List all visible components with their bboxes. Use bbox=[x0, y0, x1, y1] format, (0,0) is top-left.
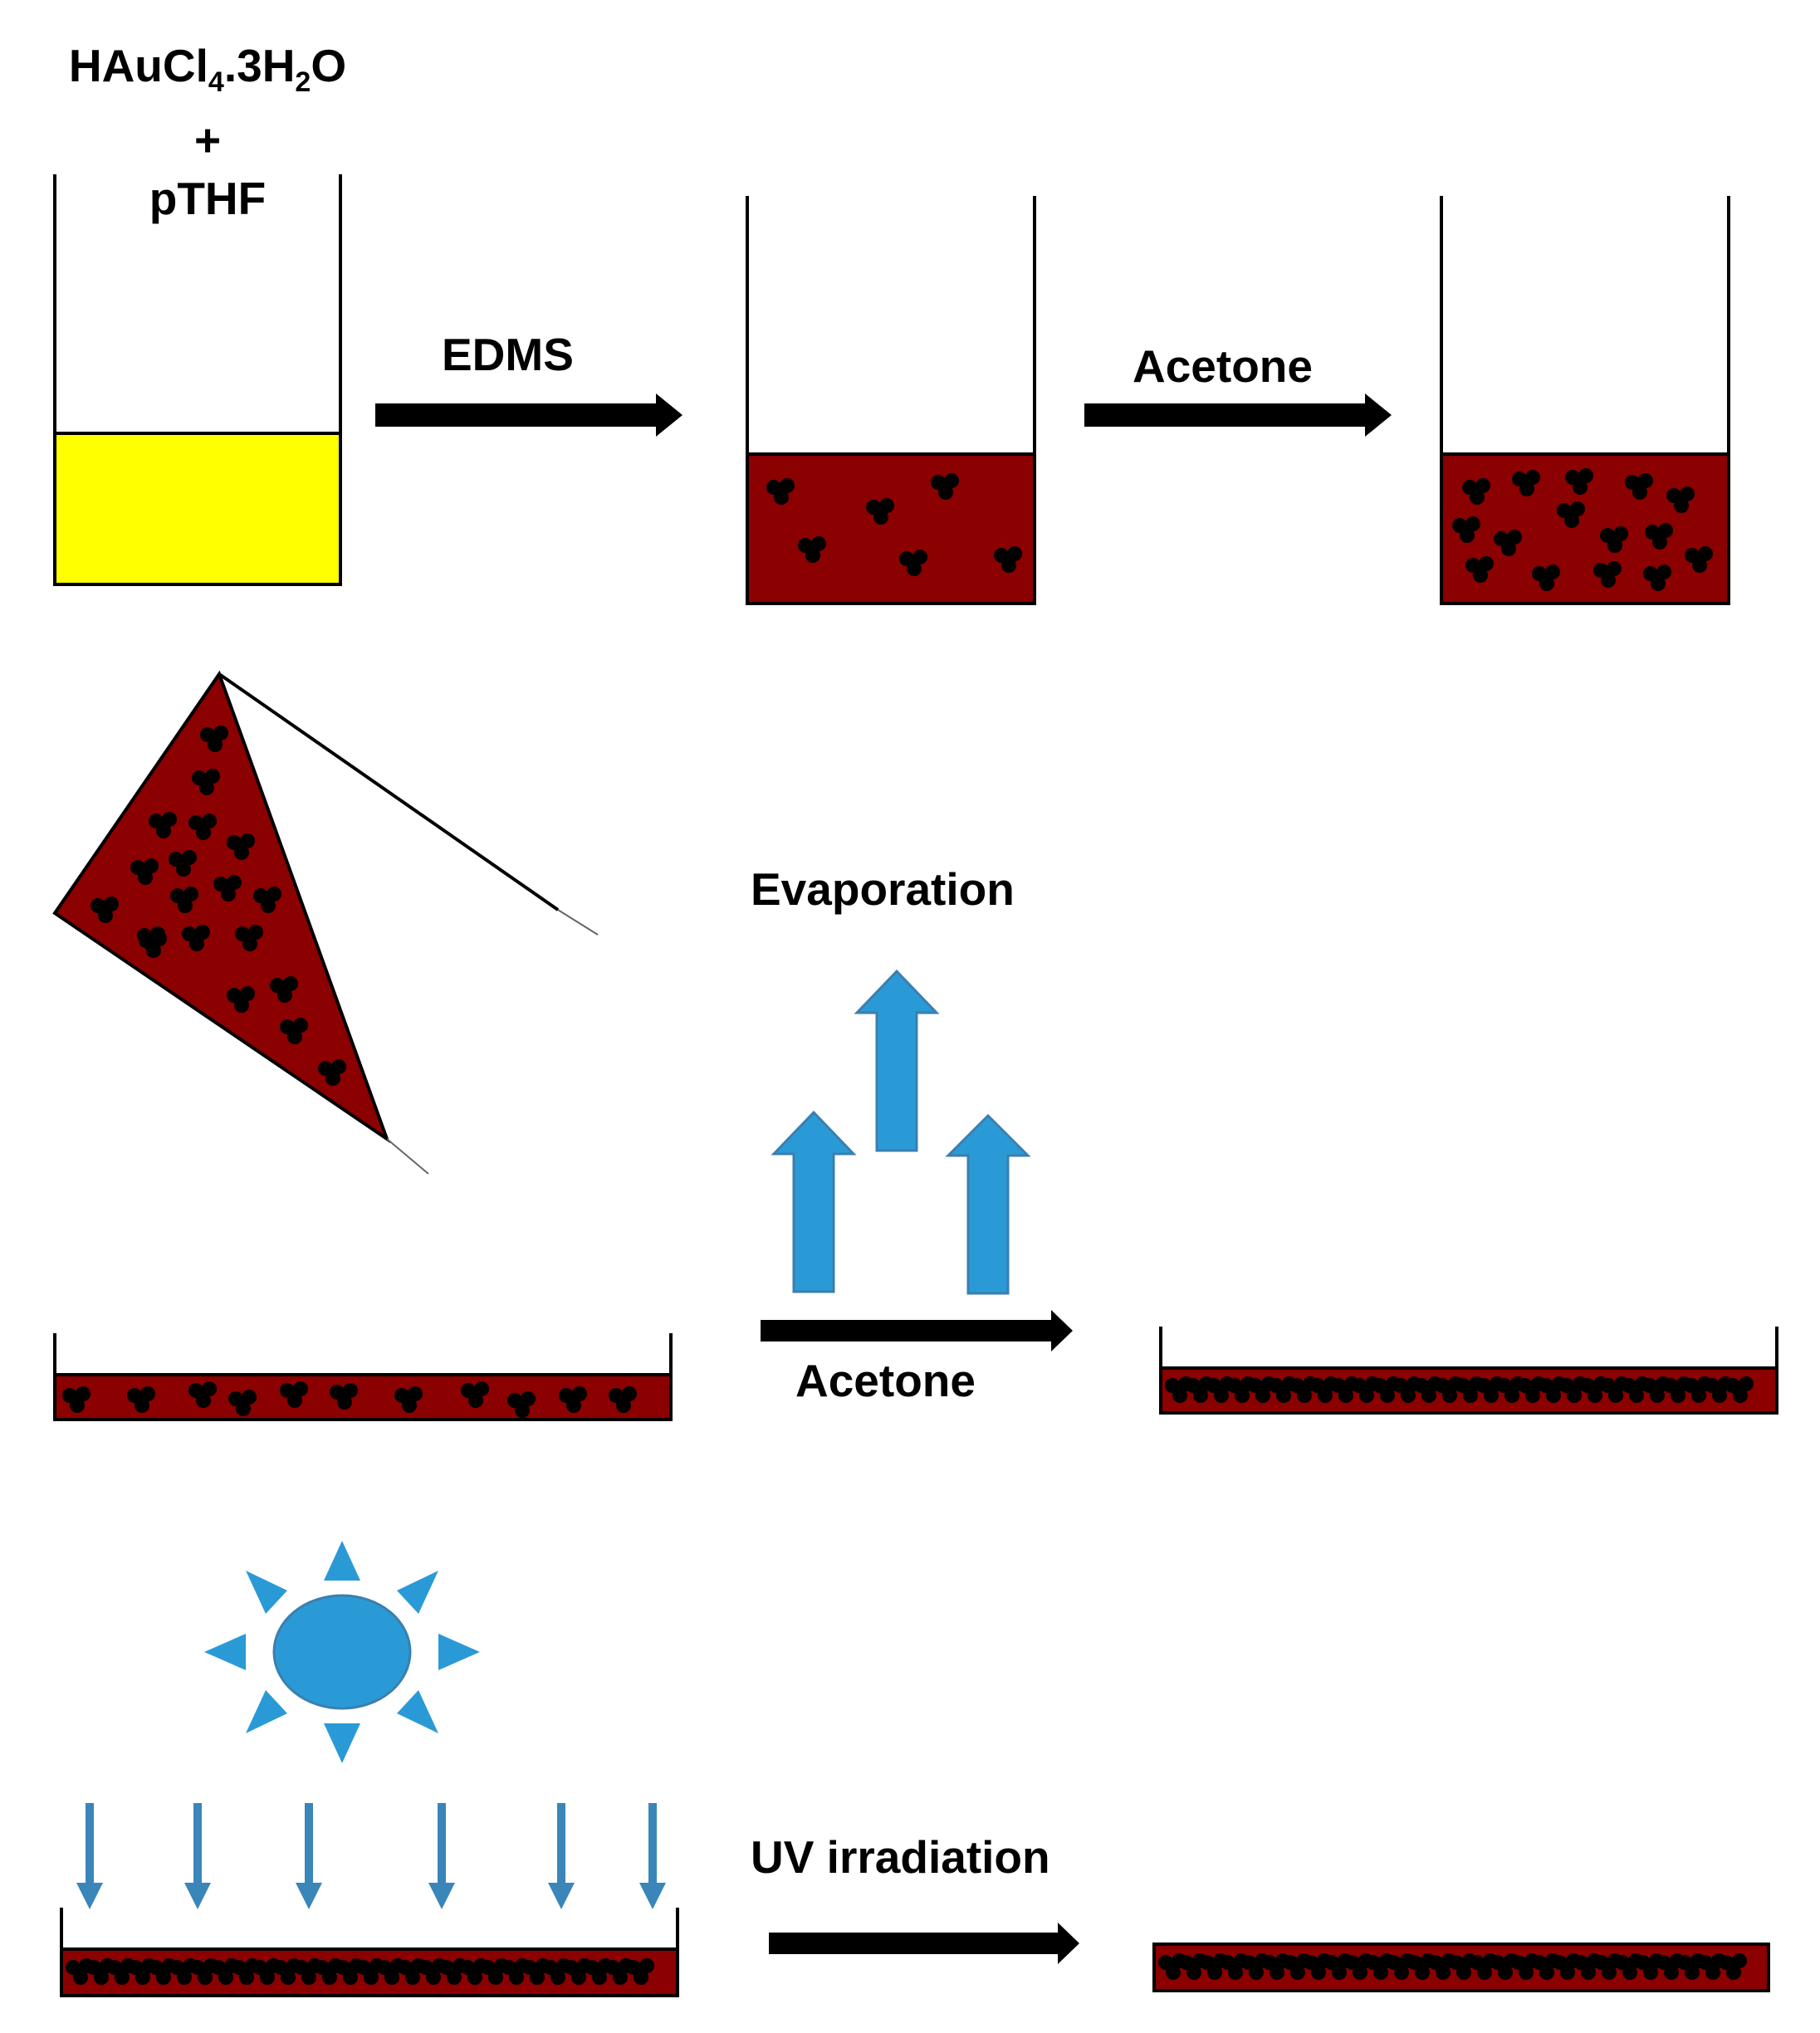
down-arrow-icon bbox=[76, 1803, 103, 1909]
uv-rays bbox=[76, 1803, 666, 1909]
evaporation-arrows bbox=[771, 969, 1031, 1295]
reagent-label: HAuCl4.3H2O + pTHF bbox=[0, 37, 415, 227]
beaker-gold-nanoparticles bbox=[746, 196, 1036, 605]
reaction-arrow-acetone bbox=[1084, 393, 1392, 437]
reaction-arrow-uv bbox=[769, 1923, 1079, 1964]
tray-film-dried bbox=[1159, 1327, 1778, 1415]
label-acetone-1: Acetone bbox=[1133, 340, 1313, 392]
up-arrow-icon bbox=[771, 1110, 857, 1293]
reagent-formula: HAuCl4.3H2O bbox=[68, 40, 347, 98]
label-edms: EDMS bbox=[442, 329, 574, 380]
reaction-arrow-edms bbox=[375, 393, 682, 437]
sun-icon bbox=[204, 1541, 480, 1763]
down-arrow-icon bbox=[639, 1803, 666, 1909]
reagent-plus: + bbox=[193, 115, 222, 166]
label-uv-irradiation: UV irradiation bbox=[751, 1831, 1050, 1883]
beaker-acetone-nanoparticles bbox=[1440, 196, 1730, 605]
reagent-solvent: pTHF bbox=[149, 173, 267, 224]
tray-film-uv bbox=[60, 1908, 679, 1997]
up-arrow-icon bbox=[854, 969, 940, 1152]
down-arrow-icon bbox=[428, 1803, 455, 1909]
label-evaporation: Evaporation bbox=[751, 863, 1015, 915]
pouring-beaker bbox=[52, 670, 599, 1175]
tray-solution-spread bbox=[53, 1333, 673, 1421]
reaction-arrow-acetone-2 bbox=[761, 1310, 1073, 1351]
up-arrow-icon bbox=[945, 1113, 1031, 1295]
down-arrow-icon bbox=[296, 1803, 322, 1909]
final-film bbox=[1152, 1943, 1770, 1992]
label-acetone-2: Acetone bbox=[795, 1355, 976, 1406]
down-arrow-icon bbox=[548, 1803, 575, 1909]
down-arrow-icon bbox=[184, 1803, 211, 1909]
beaker-gold-precursor bbox=[53, 174, 342, 586]
